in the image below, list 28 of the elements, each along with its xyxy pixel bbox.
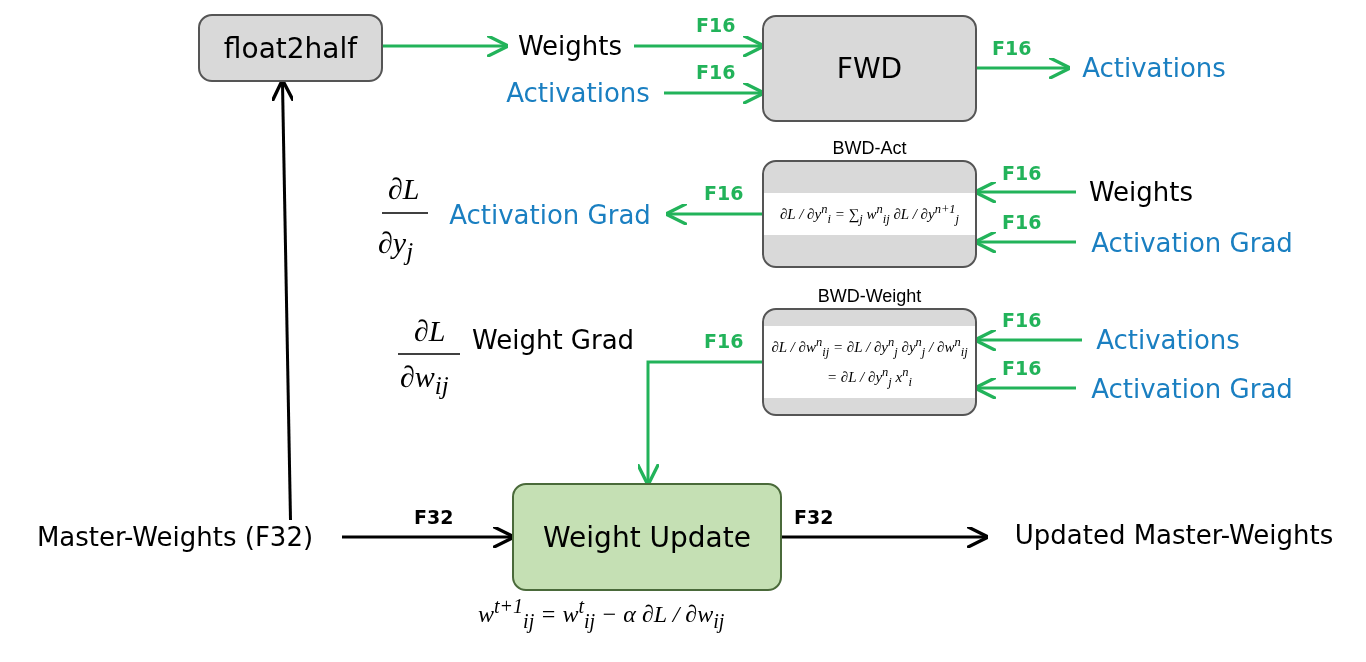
box-label: Weight Update <box>543 520 751 554</box>
flow-label: Activations <box>1096 325 1240 355</box>
flow-label: Updated Master-Weights <box>1014 520 1334 550</box>
flow-label: Weights <box>1088 177 1194 207</box>
flow-label: Activation Grad <box>1091 374 1293 404</box>
flow-label: Activation Grad <box>449 200 651 230</box>
fraction-denominator: ∂w$_{ij}$ <box>400 360 449 400</box>
text-label: Weight Grad <box>472 325 635 355</box>
arrow <box>977 55 1072 81</box>
process-box <box>762 15 977 122</box>
formula: w$^{t+1}$$_{ij}$ = w$^{t}$$_{ij}$ − α ∂L / ∂w$_{ij}$ <box>478 595 725 633</box>
flow-label: Master-Weights (F32) <box>36 522 314 552</box>
fraction-numerator: ∂L <box>414 314 446 348</box>
box-label: FWD <box>836 52 903 85</box>
flow-label: Activations <box>506 78 650 108</box>
flow-label: Weights <box>517 31 623 61</box>
fraction-numerator: ∂L <box>388 172 420 206</box>
arrow <box>664 201 762 227</box>
process-box <box>512 483 782 591</box>
box-label: float2half <box>223 31 358 65</box>
arrow <box>383 33 510 59</box>
arrow <box>782 524 990 550</box>
fraction-denominator: ∂y$_{j}$ <box>378 226 414 266</box>
box-title: BWD-Act <box>831 138 908 159</box>
flow-label: Activations <box>1082 53 1226 83</box>
flow-label: Activation Grad <box>1091 228 1293 258</box>
box-title: BWD-Weight <box>816 286 923 307</box>
process-box <box>198 14 383 82</box>
